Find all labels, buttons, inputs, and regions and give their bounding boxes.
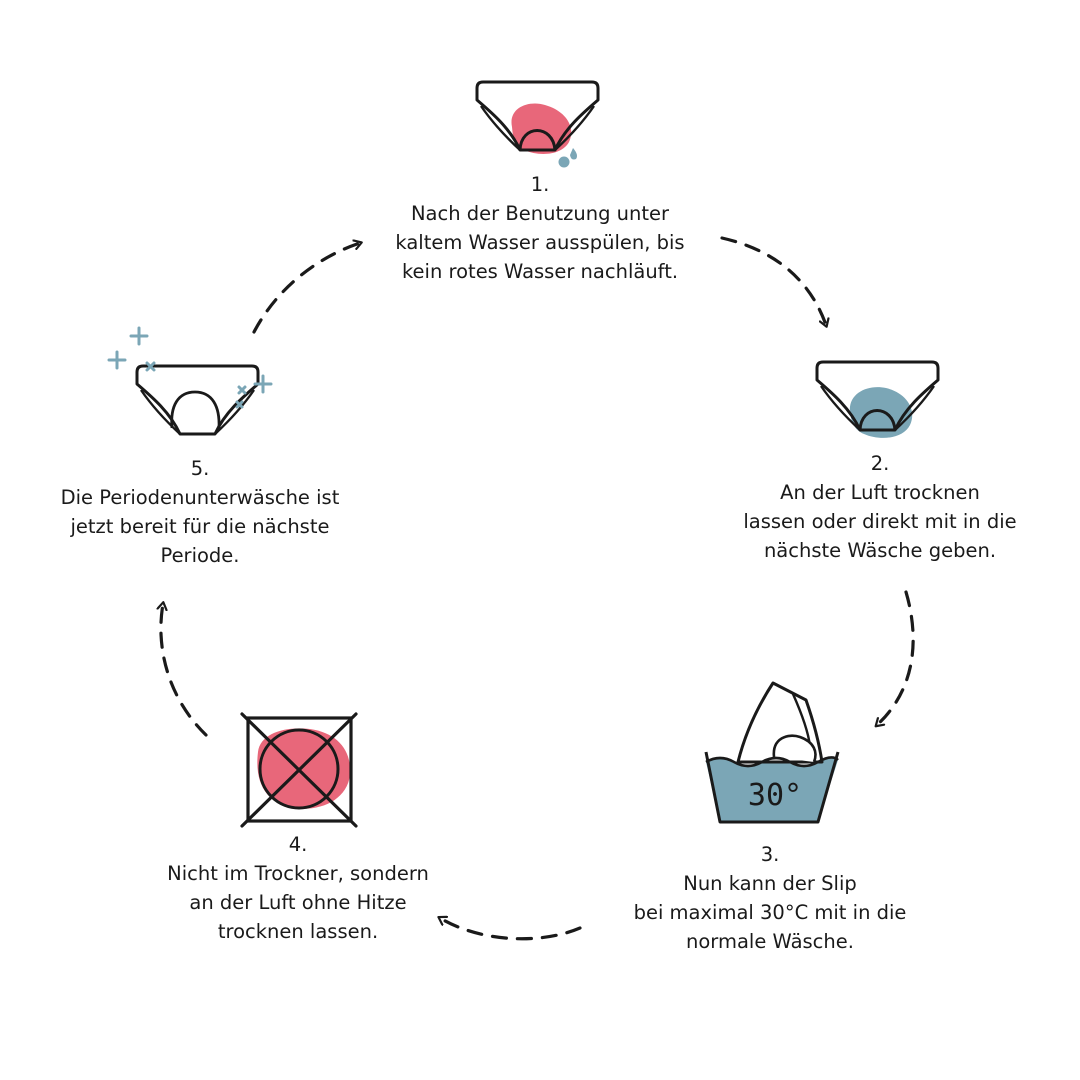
step-5-text: 5. Die Periodenunterwäsche ist jetzt ber… xyxy=(40,454,360,570)
step-line: bei maximal 30°C mit in die xyxy=(633,901,907,924)
step-number: 2. xyxy=(870,452,890,475)
underwear-red-stain-water-drops-icon xyxy=(475,80,600,168)
step-line: kein rotes Wasser nachläuft. xyxy=(401,260,679,283)
step-line: an der Luft ohne Hitze xyxy=(189,891,407,914)
step-number: 4. xyxy=(288,833,308,856)
step-line: trocknen lassen. xyxy=(217,920,379,943)
arrow-2-to-3 xyxy=(877,590,915,725)
step-2-text: 2. An der Luft trocknen lassen oder dire… xyxy=(720,449,1040,565)
step-line: normale Wäsche. xyxy=(686,930,854,953)
step-line: Periode. xyxy=(160,544,240,567)
underwear-blue-patch-icon xyxy=(815,360,940,438)
step-number: 5. xyxy=(190,457,210,480)
step-line: jetzt bereit für die nächste xyxy=(70,515,330,538)
washing-basin-30-degrees-icon: 30° xyxy=(704,681,840,824)
step-line: kaltem Wasser ausspülen, bis xyxy=(395,231,685,254)
step-1-text: 1. Nach der Benutzung unter kaltem Wasse… xyxy=(370,170,710,286)
step-line: Nicht im Trockner, sondern xyxy=(167,862,429,885)
no-tumble-dryer-icon xyxy=(240,712,358,828)
arrow-3-to-4 xyxy=(440,918,582,941)
step-line: Nach der Benutzung unter xyxy=(410,202,670,225)
wash-temperature-label: 30° xyxy=(748,778,802,813)
arrow-4-to-5 xyxy=(161,604,208,737)
step-line: lassen oder direkt mit in die xyxy=(743,510,1017,533)
step-line: Die Periodenunterwäsche ist xyxy=(60,486,340,509)
step-3-text: 3. Nun kann der Slip bei maximal 30°C mi… xyxy=(610,840,930,956)
step-number: 1. xyxy=(530,173,550,196)
step-line: nächste Wäsche geben. xyxy=(763,539,997,562)
arrow-5-to-1 xyxy=(252,243,360,334)
step-number: 3. xyxy=(760,843,780,866)
clean-underwear-sparkle-icon xyxy=(107,326,273,436)
step-line: An der Luft trocknen xyxy=(780,481,980,504)
arrow-1-to-2 xyxy=(720,236,826,325)
step-line: Nun kann der Slip xyxy=(683,872,857,895)
step-4-text: 4. Nicht im Trockner, sondern an der Luf… xyxy=(138,830,458,946)
